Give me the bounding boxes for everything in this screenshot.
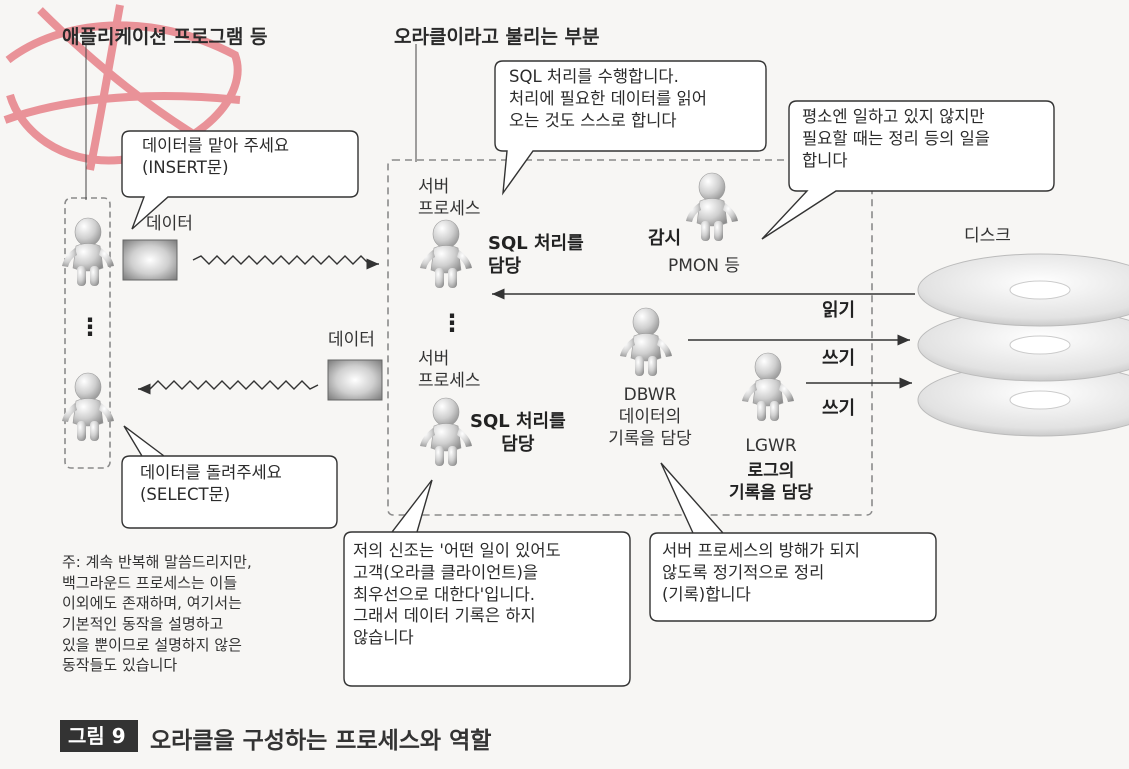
lgwr-name: LGWR [745,436,797,456]
lgwr-person [741,352,795,422]
header-oracle-part: 오라클이라고 불리는 부분 [394,26,600,48]
figure-title: 오라클을 구성하는 프로세스와 역할 [150,728,492,754]
sql-role-top: SQL 처리를 담당 [488,233,584,278]
dbwr-label: DBWR 데이터의 기록을 담당 [608,385,692,450]
footnote: 주: 계속 반복해 말씀드리지만, 백그라운드 프로세스는 이들 이외에도 존재… [62,553,252,675]
read-label: 읽기 [822,300,856,321]
callout-dbwr-text: 서버 프로세스의 방해가 되지 않도록 정기적으로 정리 (기록)합니다 [662,541,860,604]
server-process-label-top: 서버 프로세스 [418,177,481,220]
pmon-label: PMON 등 [668,256,741,276]
figure-badge: 그림 9 [68,724,126,748]
callout-pmon-text: 평소엔 일하고 있지 않지만 필요할 때는 정리 등의 일을 합니다 [802,107,990,170]
client-group-box [64,197,111,469]
server-process-top-person [419,219,473,289]
disk-icon [917,253,1129,437]
pmon-person [685,172,739,242]
write-label-2: 쓰기 [822,398,856,419]
lgwr-role: 로그의 기록을 담당 [728,461,814,504]
client-person-top [61,217,115,287]
callout-dbwr [649,462,937,622]
callout-insert [121,130,359,230]
callout-priority-text: 저의 신조는 '어떤 일이 있어도 고객(오라클 클라이언트)을 최우선으로 대… [353,541,561,648]
server-ellipsis: ⋮ [440,309,464,337]
callout-select-text: 데이터를 돌려주세요 (SELECT문) [140,463,282,504]
callout-insert-text: 데이터를 맡아 주세요 (INSERT문) [142,136,290,177]
callout-server [494,60,767,196]
monitor-label: 감시 [648,228,682,249]
callout-select [121,425,338,529]
dbwr-person [619,307,673,377]
data-label-top: 데이터 [146,214,193,234]
data-label-bottom: 데이터 [328,330,375,350]
callout-server-text: SQL 처리를 수행합니다. 처리에 필요한 데이터를 읽어 오는 것도 스스로… [509,67,707,130]
data-block-icon [327,359,383,401]
arrow-icon [192,255,379,270]
oracle-area-box [387,159,873,516]
client-person-bottom [61,372,115,442]
arrow-icon [138,380,319,395]
header-app-programs: 애플리케이션 프로그램 등 [62,26,268,48]
server-process-bottom-person [419,397,473,467]
callout-priority [343,479,631,687]
client-ellipsis: ⋮ [78,313,102,341]
callout-pmon [761,100,1055,240]
sql-role-bottom: SQL 처리를 담당 [470,411,566,456]
data-block-icon [122,239,178,281]
write-label-1: 쓰기 [822,348,856,369]
server-process-label-bottom: 서버 프로세스 [418,349,481,392]
disk-label: 디스크 [964,226,1011,246]
